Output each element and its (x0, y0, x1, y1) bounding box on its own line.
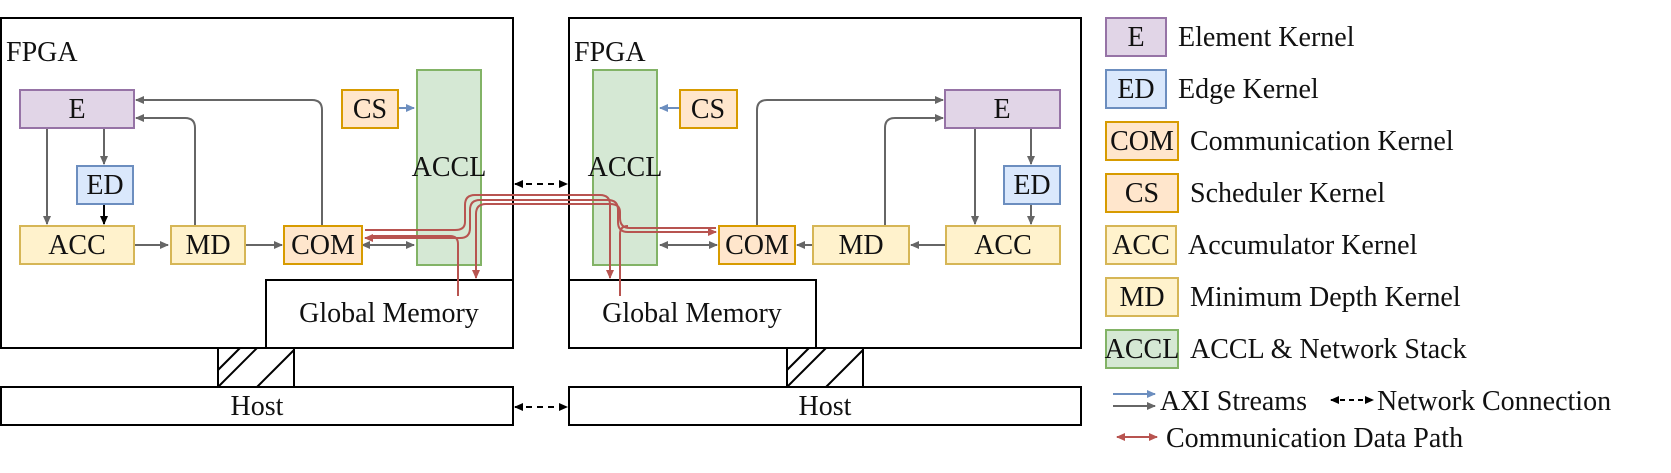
left-md-kernel-label: MD (185, 230, 230, 261)
left-com-to-e-arrow (135, 96, 323, 227)
right-md-kernel-label: MD (838, 230, 883, 261)
legend-abbr: COM (1110, 126, 1174, 157)
left-acc-kernel-box (19, 225, 135, 265)
legend-abbr: ACCL (1105, 334, 1180, 365)
communication-data-paths (364, 194, 717, 296)
right-global-memory-box (568, 279, 817, 349)
left-cs-kernel-box (341, 89, 399, 129)
legend-abbr: ED (1117, 74, 1154, 105)
legend-label: Edge Kernel (1178, 74, 1319, 105)
left-fpga-label: FPGA (6, 37, 78, 68)
left-acc-kernel-label: ACC (48, 230, 106, 261)
accl-network-stack-icon (1105, 329, 1179, 369)
right-fpga-node: FPGA ACCL E ED ACC MD COM CS Global Memo… (568, 17, 1082, 426)
data-path-left-com-to-left-memory (365, 194, 614, 279)
left-axi-connectors (43, 96, 415, 249)
data-path-right-memory-up (619, 225, 629, 296)
legend-item-communication-kernel: COM Communication Kernel (1105, 121, 1454, 161)
legend-abbr: MD (1119, 282, 1164, 313)
right-pcie-link (786, 347, 864, 388)
right-host-label: Host (799, 391, 852, 422)
legend-abbr: CS (1125, 178, 1159, 209)
right-com-to-e-arrow (756, 96, 944, 227)
legend-abbr: E (1127, 22, 1144, 53)
right-edge-kernel-box (1003, 165, 1061, 205)
legend-item-scheduler-kernel: CS Scheduler Kernel (1105, 173, 1385, 213)
left-md-to-e-arrow (135, 114, 196, 227)
right-md-kernel-box (812, 225, 910, 265)
left-com-kernel-box (283, 225, 363, 265)
legend-label: Element Kernel (1178, 22, 1355, 53)
right-fpga-label: FPGA (574, 37, 646, 68)
right-edge-kernel-label: ED (1013, 170, 1050, 201)
legend-data-path: Communication Data Path (1116, 423, 1463, 454)
right-axi-connectors (659, 96, 1035, 249)
data-path-right-com-to-left-memory (472, 203, 716, 279)
left-fpga-node: FPGA ACCL E ED ACC MD COM CS Global (0, 17, 514, 426)
edge-kernel-icon (1105, 69, 1167, 109)
left-host-label: Host (231, 391, 284, 422)
communication-kernel-icon (1105, 121, 1179, 161)
scheduler-kernel-icon (1105, 173, 1179, 213)
accumulator-kernel-icon (1105, 225, 1177, 265)
right-element-kernel-label: E (993, 94, 1010, 125)
left-com-kernel-label: COM (291, 230, 355, 261)
right-host-box (568, 386, 1082, 426)
legend-item-accl-network-stack: ACCL ACCL & Network Stack (1105, 329, 1467, 369)
data-path-left-gm-to-right-gm (372, 235, 459, 296)
left-accl-label: ACCL (412, 152, 487, 183)
legend-label: Scheduler Kernel (1190, 178, 1385, 209)
legend-label: Communication Kernel (1190, 126, 1454, 157)
left-global-memory-label: Global Memory (299, 298, 479, 329)
legend-item-accumulator-kernel: ACC Accumulator Kernel (1105, 225, 1418, 265)
left-pcie-link (217, 347, 295, 388)
right-element-kernel-box (944, 89, 1061, 129)
left-element-kernel-label: E (68, 94, 85, 125)
left-element-kernel-box (19, 89, 135, 129)
right-com-kernel-label: COM (725, 230, 789, 261)
right-accl-label: ACCL (588, 152, 663, 183)
data-path-label: Communication Data Path (1166, 423, 1463, 454)
minimum-depth-kernel-icon (1105, 277, 1179, 317)
left-edge-kernel-label: ED (86, 170, 123, 201)
left-edge-kernel-box (76, 165, 134, 205)
legend-label: Accumulator Kernel (1188, 230, 1418, 261)
right-acc-kernel-label: ACC (974, 230, 1032, 261)
right-global-memory-label: Global Memory (602, 298, 782, 329)
right-acc-kernel-box (945, 225, 1061, 265)
legend-item-element-kernel: E Element Kernel (1105, 17, 1355, 57)
right-cs-kernel-label: CS (691, 94, 725, 125)
left-host-box (0, 386, 514, 426)
left-global-memory-box (265, 279, 514, 349)
element-kernel-icon (1105, 17, 1167, 57)
legend-item-minimum-depth-kernel: MD Minimum Depth Kernel (1105, 277, 1461, 317)
left-md-kernel-box (170, 225, 246, 265)
right-com-kernel-box (718, 225, 796, 265)
legend-label: Minimum Depth Kernel (1190, 282, 1461, 313)
legend-abbr: ACC (1112, 230, 1170, 261)
legend-label: ACCL & Network Stack (1190, 334, 1467, 365)
network-connection-label: Network Connection (1377, 386, 1611, 417)
legend-item-edge-kernel: ED Edge Kernel (1105, 69, 1319, 109)
axi-streams-label: AXI Streams (1160, 386, 1307, 417)
data-path-left-com-to-right-com (364, 199, 717, 242)
left-cs-kernel-label: CS (353, 94, 387, 125)
right-md-to-e-arrow (884, 114, 944, 227)
legend-axi-streams: AXI Streams Network Connection (1113, 386, 1611, 417)
right-cs-kernel-box (679, 89, 738, 129)
